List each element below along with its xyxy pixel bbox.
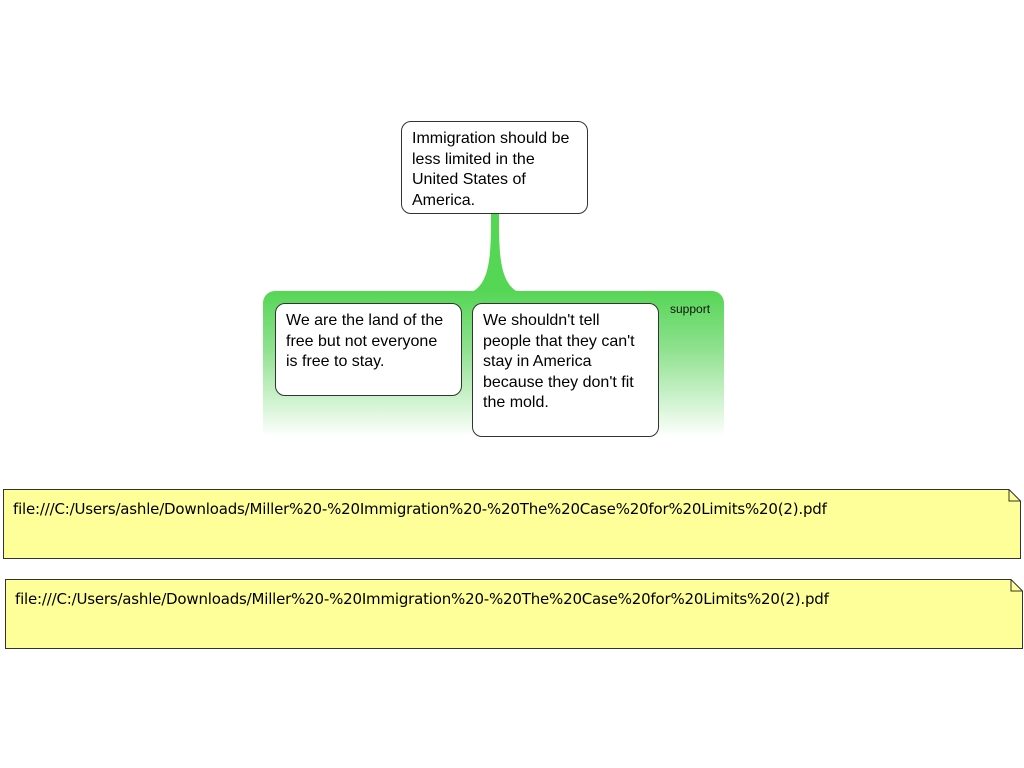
reason-box[interactable]: We are the land of the free but not ever… bbox=[275, 303, 462, 396]
support-label: support bbox=[670, 302, 711, 316]
note-shape bbox=[3, 489, 1021, 559]
note-text: file:///C:/Users/ashle/Downloads/Miller%… bbox=[15, 590, 829, 608]
note[interactable]: file:///C:/Users/ashle/Downloads/Miller%… bbox=[3, 489, 1021, 559]
claim-box[interactable]: Immigration should be less limited in th… bbox=[401, 121, 588, 214]
note-shape bbox=[5, 579, 1023, 649]
note-text: file:///C:/Users/ashle/Downloads/Miller%… bbox=[13, 500, 827, 518]
reason-text: We are the land of the free but not ever… bbox=[286, 312, 444, 370]
claim-text: Immigration should be less limited in th… bbox=[412, 130, 570, 209]
note[interactable]: file:///C:/Users/ashle/Downloads/Miller%… bbox=[5, 579, 1023, 649]
reason-box[interactable]: We shouldn't tell people that they can't… bbox=[472, 303, 659, 437]
reason-text: We shouldn't tell people that they can't… bbox=[483, 312, 635, 411]
support-connector bbox=[472, 212, 518, 292]
